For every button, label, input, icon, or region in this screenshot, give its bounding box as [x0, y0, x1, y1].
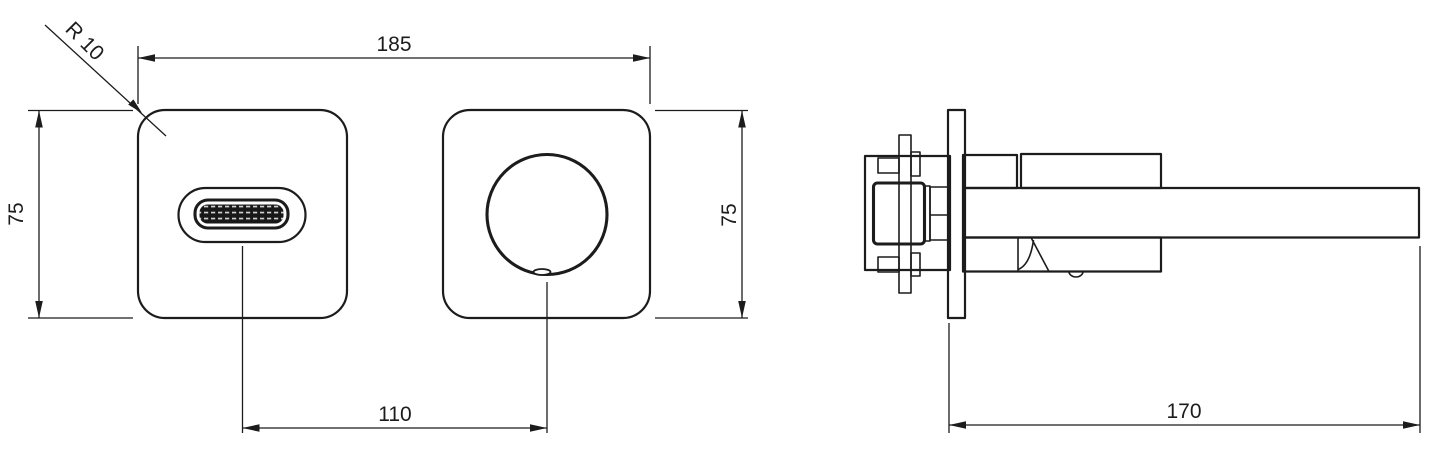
arrow-left-icon: [242, 424, 260, 432]
dim-height-left-label: 75: [5, 202, 28, 225]
dim-projection-label: 170: [1166, 400, 1201, 423]
under-body-arc: [1017, 239, 1035, 271]
arrow-right-icon: [633, 54, 650, 62]
arrow-down-icon: [35, 301, 43, 318]
bottom-screw: [877, 256, 900, 273]
aerator-mesh: [199, 204, 284, 224]
aerator-bezel: [193, 198, 290, 230]
dim-radius-label: R 10: [61, 18, 109, 66]
dimensions: 185 75 75 110 170: [5, 18, 1421, 433]
spout-profile: [961, 152, 1421, 278]
spacer-ring-2: [929, 186, 949, 241]
top-screw: [877, 157, 900, 174]
radius-leader-line: [44, 24, 167, 137]
upper-tube-front: [1019, 152, 1163, 190]
handle-circle: [485, 152, 609, 277]
arrow-diagonal-icon: [128, 99, 142, 113]
outlet-detail: [1068, 271, 1084, 278]
dim-height-right: 75: [655, 109, 748, 319]
top-screw-clip: [910, 151, 921, 177]
arrow-left-icon: [138, 54, 155, 62]
dim-width-lines: [137, 46, 651, 104]
dim-projection-lines: [948, 246, 1421, 433]
dim-overall-width: 185: [137, 33, 651, 104]
arrow-left-icon: [949, 421, 966, 429]
dim-height-left: 75: [5, 109, 133, 319]
arrow-up-icon: [35, 110, 43, 128]
arrow-up-icon: [738, 110, 746, 128]
bottom-screw-clip: [910, 252, 921, 277]
dim-corner-radius: R 10: [44, 18, 167, 137]
arrow-down-icon: [738, 301, 746, 318]
dim-height-right-lines: [655, 109, 748, 319]
under-body: [961, 236, 1163, 273]
dim-spout-projection: 170: [948, 246, 1421, 433]
wall-housing: [863, 154, 952, 272]
upper-tube-rear: [961, 153, 1019, 190]
spout-opening: [177, 186, 307, 244]
in-wall-body: [863, 134, 952, 294]
arrow-right-icon: [1403, 421, 1420, 429]
dim-height-right-label: 75: [718, 203, 741, 226]
front-view: [136, 108, 652, 320]
dim-spacing-label: 110: [378, 403, 411, 426]
side-view: [863, 108, 1421, 320]
dim-spacing-lines: [241, 246, 548, 433]
under-body-chamfer: [1030, 237, 1050, 272]
mounting-bracket-bar: [898, 134, 912, 294]
arrow-right-icon: [530, 424, 547, 432]
dim-width-label: 185: [376, 33, 411, 56]
spout-bar: [961, 186, 1421, 239]
dim-center-spacing: 110: [241, 246, 548, 433]
wall-plate-edge: [946, 108, 967, 320]
dim-height-left-lines: [28, 109, 133, 319]
handle-indicator-notch: [532, 268, 552, 276]
